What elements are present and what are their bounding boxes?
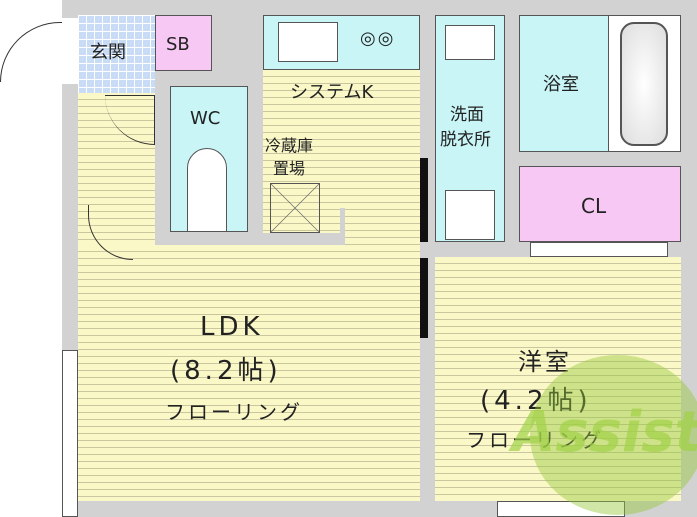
fridge-space-icon (270, 183, 320, 233)
western-room (435, 257, 681, 501)
western-label: 洋室 (518, 348, 572, 376)
closet-door (530, 242, 668, 257)
watermark-text: Assist (512, 400, 697, 465)
kitchen-label: システムK (290, 82, 374, 103)
sink-icon (278, 22, 338, 62)
western-size: (4.2帖) (480, 386, 592, 416)
sb-room (155, 15, 212, 71)
window-left (62, 350, 78, 517)
sliding-door (420, 158, 428, 242)
genkan-label: 玄関 (90, 42, 126, 63)
assist-watermark (530, 355, 697, 515)
kitchen-partition-v (340, 208, 345, 238)
toilet-icon (187, 148, 227, 232)
washroom-label-1: 洗面 (450, 105, 484, 125)
sb-label: SB (166, 34, 190, 55)
stove-icon: ◎◎ (360, 28, 396, 49)
ldk-size: (8.2帖) (170, 356, 282, 386)
entrance-door (0, 22, 66, 82)
kitchen-partition (155, 233, 345, 245)
fridge-label-1: 冷蔵庫 (265, 136, 314, 155)
ldk-room (78, 245, 420, 501)
entrance-opening (62, 18, 78, 84)
genkan-room (78, 15, 155, 93)
sliding-door-2 (420, 258, 428, 338)
closet-label: CL (581, 194, 607, 218)
bath-label: 浴室 (543, 74, 579, 95)
bathtub-basin (620, 22, 668, 146)
ldk-label: LDK (200, 312, 264, 342)
western-flooring: フローリング (466, 428, 604, 452)
washroom-label-2: 脱衣所 (440, 130, 491, 150)
closet-room (519, 166, 681, 242)
wc-label: WC (190, 108, 221, 129)
washing-machine-icon (445, 190, 495, 240)
washbasin-icon (445, 25, 495, 60)
fridge-label-2: 置場 (273, 159, 306, 178)
ldk-flooring: フローリング (165, 400, 303, 424)
